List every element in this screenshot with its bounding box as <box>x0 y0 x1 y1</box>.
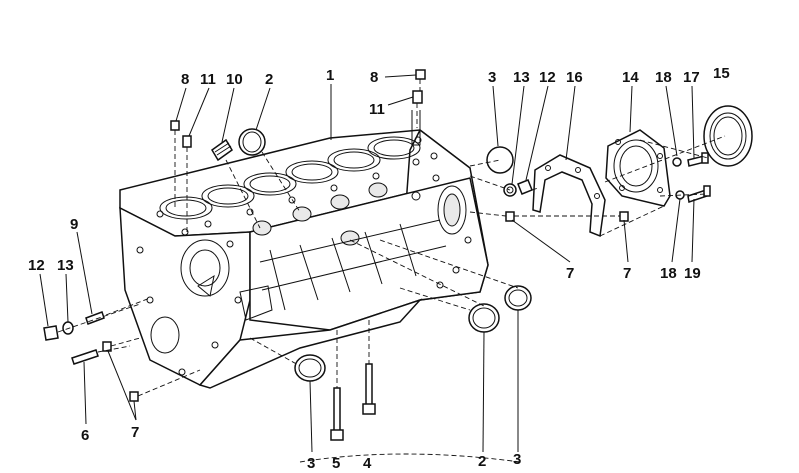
stud-part-9 <box>85 311 105 325</box>
callout-3-top: 3 <box>488 69 496 86</box>
dowel-sleeve-part-8-left <box>170 120 180 131</box>
callout-2-top: 2 <box>265 71 273 88</box>
radial-seal-ring-part-15 <box>703 105 753 167</box>
washer-part-18-top <box>672 157 682 167</box>
callout-18-bot: 18 <box>660 265 677 282</box>
callout-12-top: 12 <box>539 69 556 86</box>
callout-15: 15 <box>713 65 730 82</box>
washer-part-13-left <box>62 321 74 335</box>
callout-17: 17 <box>683 69 700 86</box>
callout-11-mid: 11 <box>369 101 385 118</box>
seal-carrier-part-16 <box>532 154 606 238</box>
dowel-part-7-left-b <box>129 391 139 402</box>
callout-8-mid: 8 <box>370 69 378 86</box>
callout-7-right: 7 <box>623 265 631 282</box>
callout-9: 9 <box>70 216 78 233</box>
callout-5: 5 <box>332 455 340 472</box>
callout-16: 16 <box>566 69 583 86</box>
bolt-part-5 <box>330 387 344 441</box>
callout-1: 1 <box>326 67 334 84</box>
dowel-sleeve-part-11-left <box>182 135 192 148</box>
callout-2-bot: 2 <box>478 453 486 470</box>
callout-12-left: 12 <box>28 257 45 274</box>
engine-block <box>119 110 489 389</box>
callout-6: 6 <box>81 427 89 444</box>
screw-plug-part-12-top <box>517 179 533 195</box>
callout-11-left: 11 <box>200 71 216 88</box>
dowel-sleeve-part-8-mid <box>415 69 426 80</box>
callout-19: 19 <box>684 265 701 282</box>
callout-numbers: 8 11 10 2 1 8 11 3 13 12 16 14 18 17 15 … <box>28 65 730 472</box>
stud-part-6 <box>71 349 99 365</box>
callout-8-left: 8 <box>181 71 189 88</box>
callout-14: 14 <box>622 69 639 86</box>
leader-lines <box>39 74 695 453</box>
bolt-part-4 <box>362 363 376 415</box>
callout-3-bot-r: 3 <box>513 451 521 468</box>
callout-7-left: 7 <box>131 424 139 441</box>
callout-4: 4 <box>363 455 372 472</box>
sealing-cap-part-2-bottom <box>468 303 500 333</box>
plug-part-10 <box>211 138 233 162</box>
screw-plug-part-12-left <box>43 325 59 341</box>
callout-13-left: 13 <box>57 257 74 274</box>
dowel-part-7-mid <box>505 211 515 222</box>
rear-seal-carrier-part-14 <box>605 129 671 207</box>
sealing-cap-part-2-top <box>238 128 266 156</box>
callout-3-bot-l: 3 <box>307 455 315 472</box>
dowel-part-7-left-a <box>102 341 112 352</box>
sealing-cap-part-3-top <box>486 146 514 174</box>
callout-10: 10 <box>226 71 243 88</box>
sealing-cap-part-3-bottom-right <box>504 285 532 311</box>
bolt-part-17 <box>687 152 709 167</box>
sealing-cap-part-3-bottom-left <box>294 354 326 382</box>
bolt-part-19 <box>687 185 711 203</box>
dowel-sleeve-part-11-mid <box>412 90 423 104</box>
callout-18-top: 18 <box>655 69 672 86</box>
dowel-part-7-right <box>619 211 629 222</box>
callout-13-top: 13 <box>513 69 530 86</box>
callout-7-mid: 7 <box>566 265 574 282</box>
assembly-lines <box>57 79 726 463</box>
